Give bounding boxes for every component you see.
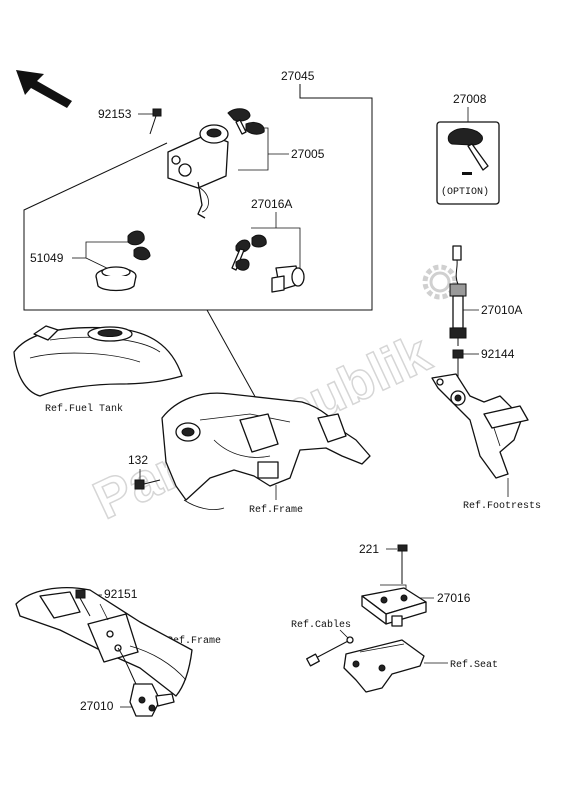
callout-27016a: 27016A <box>251 197 292 211</box>
seat-lock-27016 <box>361 587 427 627</box>
footrest-bracket <box>431 373 529 479</box>
ref-footrests: Ref.Footrests <box>463 500 541 512</box>
ref-seat: Ref.Seat <box>450 659 498 671</box>
callout-92144: 92144 <box>481 347 515 361</box>
callout-27005: 27005 <box>291 147 325 161</box>
screw-92153 <box>149 108 162 135</box>
option-label: (OPTION) <box>441 186 489 198</box>
fuel-tank <box>13 325 183 397</box>
lower-frame <box>15 587 193 697</box>
sensor-27010a <box>449 245 467 346</box>
callout-51049: 51049 <box>30 251 64 265</box>
callout-27016: 27016 <box>437 591 471 605</box>
bolt-132 <box>134 479 161 490</box>
seat-cable <box>306 636 354 667</box>
callout-27045: 27045 <box>281 69 315 83</box>
callout-27010a: 27010A <box>481 303 522 317</box>
lock-set-27016a <box>231 234 305 293</box>
ref-cables: Ref.Cables <box>291 619 351 631</box>
callout-132: 132 <box>128 453 148 467</box>
key-27008: (OPTION) <box>436 121 500 205</box>
callout-221: 221 <box>359 542 379 556</box>
sensor-27010 <box>117 647 175 717</box>
screw-92151 <box>75 589 91 617</box>
arrow-up-left-icon <box>16 70 72 108</box>
bolt-221 <box>397 544 408 584</box>
callout-92151: 92151 <box>104 587 138 601</box>
ref-frame-center: Ref.Frame <box>249 504 303 516</box>
ref-fuel-tank: Ref.Fuel Tank <box>45 403 123 415</box>
callout-27008: 27008 <box>453 92 487 106</box>
fuel-cap-51049 <box>95 230 151 292</box>
gear-icon <box>422 264 458 300</box>
ignition-switch-27005 <box>167 108 265 219</box>
seat-bracket <box>343 639 425 693</box>
callout-27010: 27010 <box>80 699 114 713</box>
main-frame <box>161 392 371 510</box>
callout-92153: 92153 <box>98 107 132 121</box>
